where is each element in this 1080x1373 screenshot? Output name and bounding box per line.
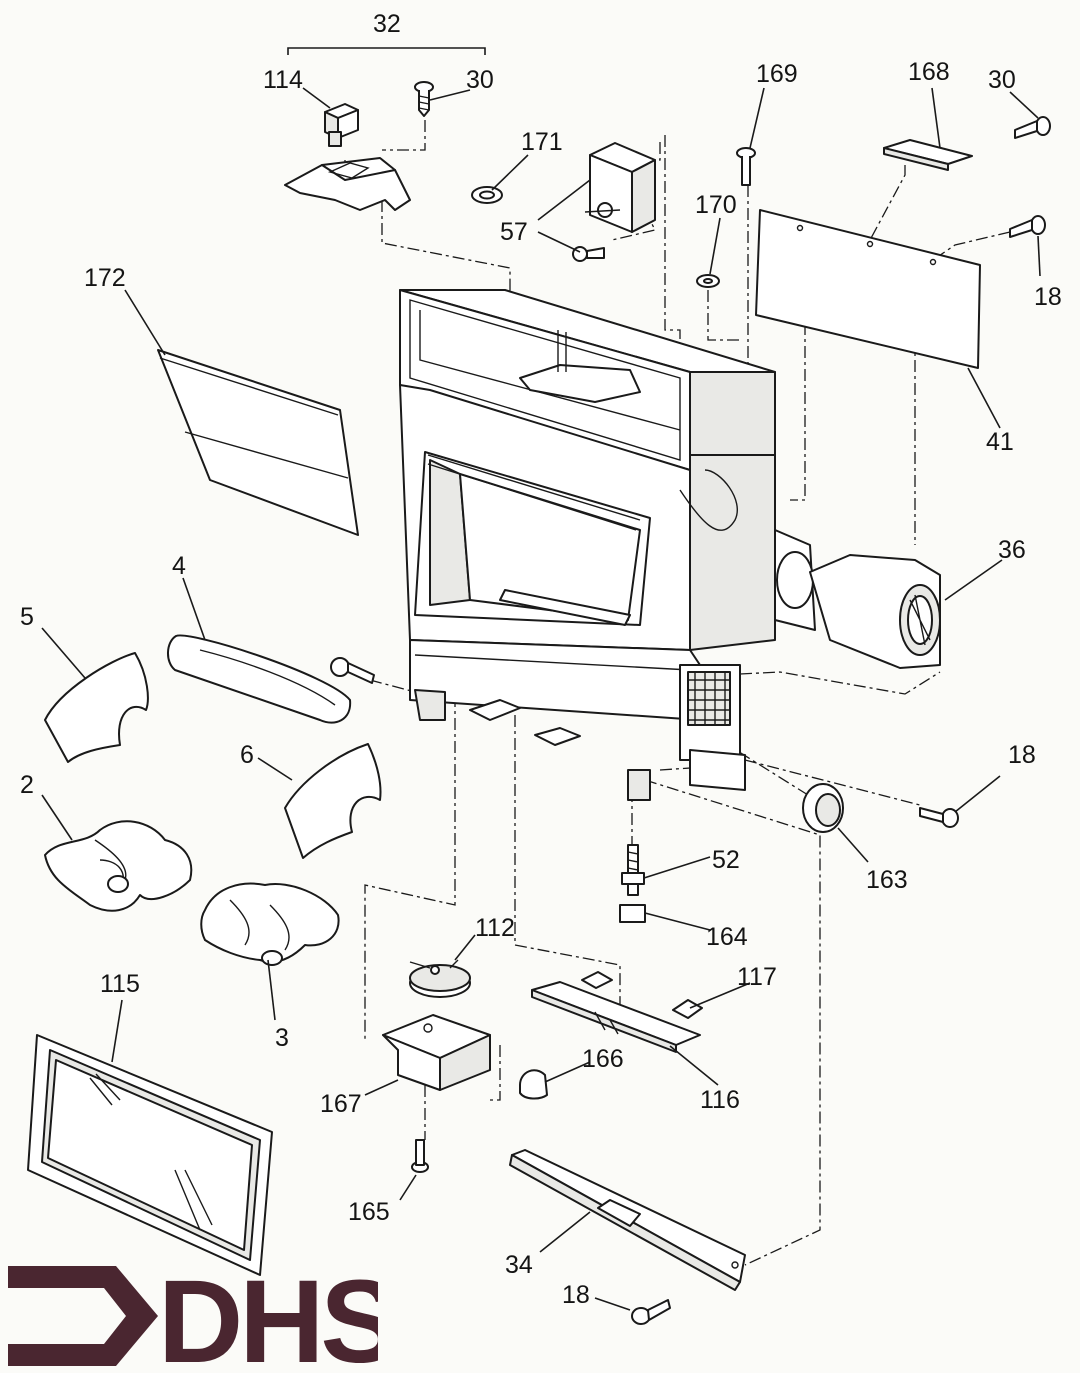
screw-18-right-mid xyxy=(919,807,959,828)
label-57: 57 xyxy=(500,218,528,246)
part-labels: 32 114 30 169 168 30 171 57 170 18 172 4… xyxy=(20,10,1062,1309)
screw-18-bottom xyxy=(631,1299,671,1325)
label-18-top: 18 xyxy=(1034,283,1062,311)
trim-rail-34 xyxy=(509,1149,746,1291)
label-170: 170 xyxy=(695,191,737,219)
label-112: 112 xyxy=(475,914,515,942)
label-164: 164 xyxy=(706,923,748,951)
stud-52 xyxy=(621,844,645,896)
label-165: 165 xyxy=(348,1198,390,1226)
side-panel-172 xyxy=(157,349,359,536)
label-169: 169 xyxy=(756,60,798,88)
screw-30-top xyxy=(414,81,434,117)
label-18-bottom: 18 xyxy=(562,1281,590,1309)
ember-panel-5 xyxy=(44,652,149,763)
brace-32 xyxy=(287,47,486,55)
label-116: 116 xyxy=(700,1086,740,1114)
washer-171 xyxy=(471,186,503,204)
leader-lines xyxy=(41,87,1041,1311)
label-32: 32 xyxy=(373,10,401,38)
label-172: 172 xyxy=(84,264,126,292)
logo-arrow-icon xyxy=(8,1266,158,1366)
shield-116 xyxy=(531,971,701,1053)
screw-18-right-top xyxy=(1009,215,1046,238)
label-41: 41 xyxy=(986,428,1014,456)
log-set-3 xyxy=(200,882,340,966)
label-5: 5 xyxy=(20,603,34,631)
washer-170 xyxy=(696,274,720,288)
label-3: 3 xyxy=(275,1024,289,1052)
label-34: 34 xyxy=(505,1251,533,1279)
blower-36 xyxy=(774,529,941,669)
firebox-body xyxy=(399,289,776,801)
gasket-163 xyxy=(802,783,844,833)
label-114: 114 xyxy=(263,66,303,94)
label-115: 115 xyxy=(100,970,140,998)
label-30-right: 30 xyxy=(988,66,1016,94)
label-168: 168 xyxy=(908,58,950,86)
dhs-logo: DHS xyxy=(8,1262,378,1370)
log-set-2 xyxy=(44,820,193,912)
label-36: 36 xyxy=(998,536,1026,564)
label-6: 6 xyxy=(240,741,254,769)
screw-base-left xyxy=(330,657,375,684)
label-163: 163 xyxy=(866,866,908,894)
label-167: 167 xyxy=(320,1090,362,1118)
label-166: 166 xyxy=(582,1045,624,1073)
glass-door-115 xyxy=(27,1034,273,1276)
bracket-168 xyxy=(883,139,973,171)
switch-114 xyxy=(324,103,359,147)
label-18-mid: 18 xyxy=(1008,741,1036,769)
label-52: 52 xyxy=(712,846,740,874)
label-30-top: 30 xyxy=(466,66,494,94)
screw-30-right xyxy=(1014,116,1051,139)
switch-bracket xyxy=(284,157,411,211)
clip-117 xyxy=(672,999,703,1019)
thermostat-bracket-57 xyxy=(572,142,656,262)
nut-164 xyxy=(619,904,646,923)
label-171: 171 xyxy=(521,128,563,156)
label-117: 117 xyxy=(737,963,777,991)
control-box-167 xyxy=(382,1014,491,1091)
ember-panel-6 xyxy=(284,743,382,859)
logo-text: DHS xyxy=(158,1262,378,1370)
log-4 xyxy=(167,634,352,724)
label-4: 4 xyxy=(172,552,186,580)
pilot-assembly-112 xyxy=(409,959,471,998)
clip-166 xyxy=(519,1069,548,1100)
screw-165 xyxy=(411,1139,429,1173)
screw-169 xyxy=(736,147,756,186)
rear-panel-41 xyxy=(755,209,981,369)
label-2: 2 xyxy=(20,771,34,799)
